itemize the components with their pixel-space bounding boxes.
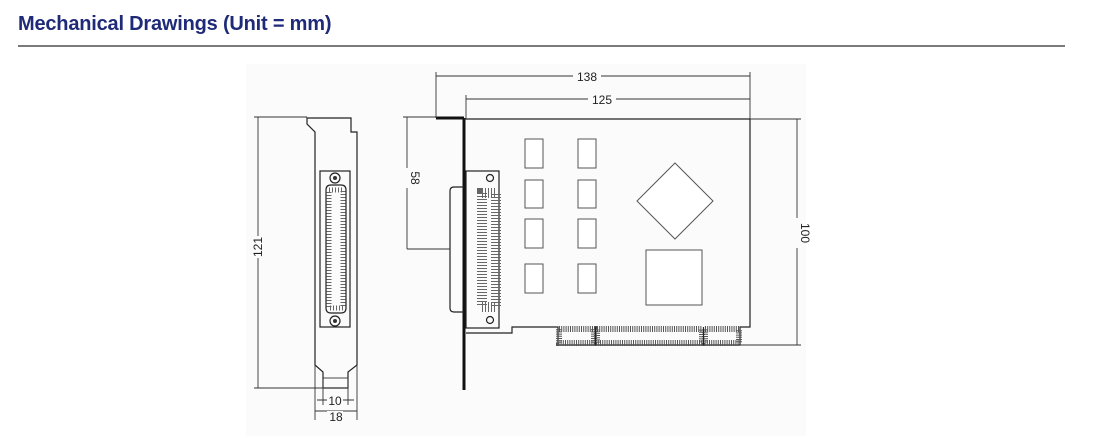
db-connector-face bbox=[319, 170, 351, 328]
card-side-view: 138 125 100 58 bbox=[399, 69, 812, 390]
heading-divider bbox=[18, 45, 1065, 47]
dim-board-length: 125 bbox=[592, 93, 612, 107]
screw-icon bbox=[329, 172, 341, 184]
controller-chip bbox=[645, 249, 703, 306]
memory-chips bbox=[524, 138, 597, 294]
dim-connector-offset: 58 bbox=[408, 171, 422, 185]
dim-overall-length: 138 bbox=[577, 70, 597, 84]
dim-bracket-width: 18 bbox=[329, 410, 343, 424]
dim-board-height: 100 bbox=[798, 223, 812, 243]
screw-icon bbox=[329, 315, 341, 327]
bracket-front-view: 121 10 18 bbox=[250, 116, 358, 424]
dim-bracket-height: 121 bbox=[251, 237, 265, 257]
main-processor bbox=[636, 162, 714, 240]
dim-tab-width: 10 bbox=[328, 394, 342, 408]
db-connector-side bbox=[465, 170, 500, 329]
drawing-background bbox=[246, 64, 806, 436]
section-heading: Mechanical Drawings (Unit = mm) bbox=[18, 13, 332, 35]
